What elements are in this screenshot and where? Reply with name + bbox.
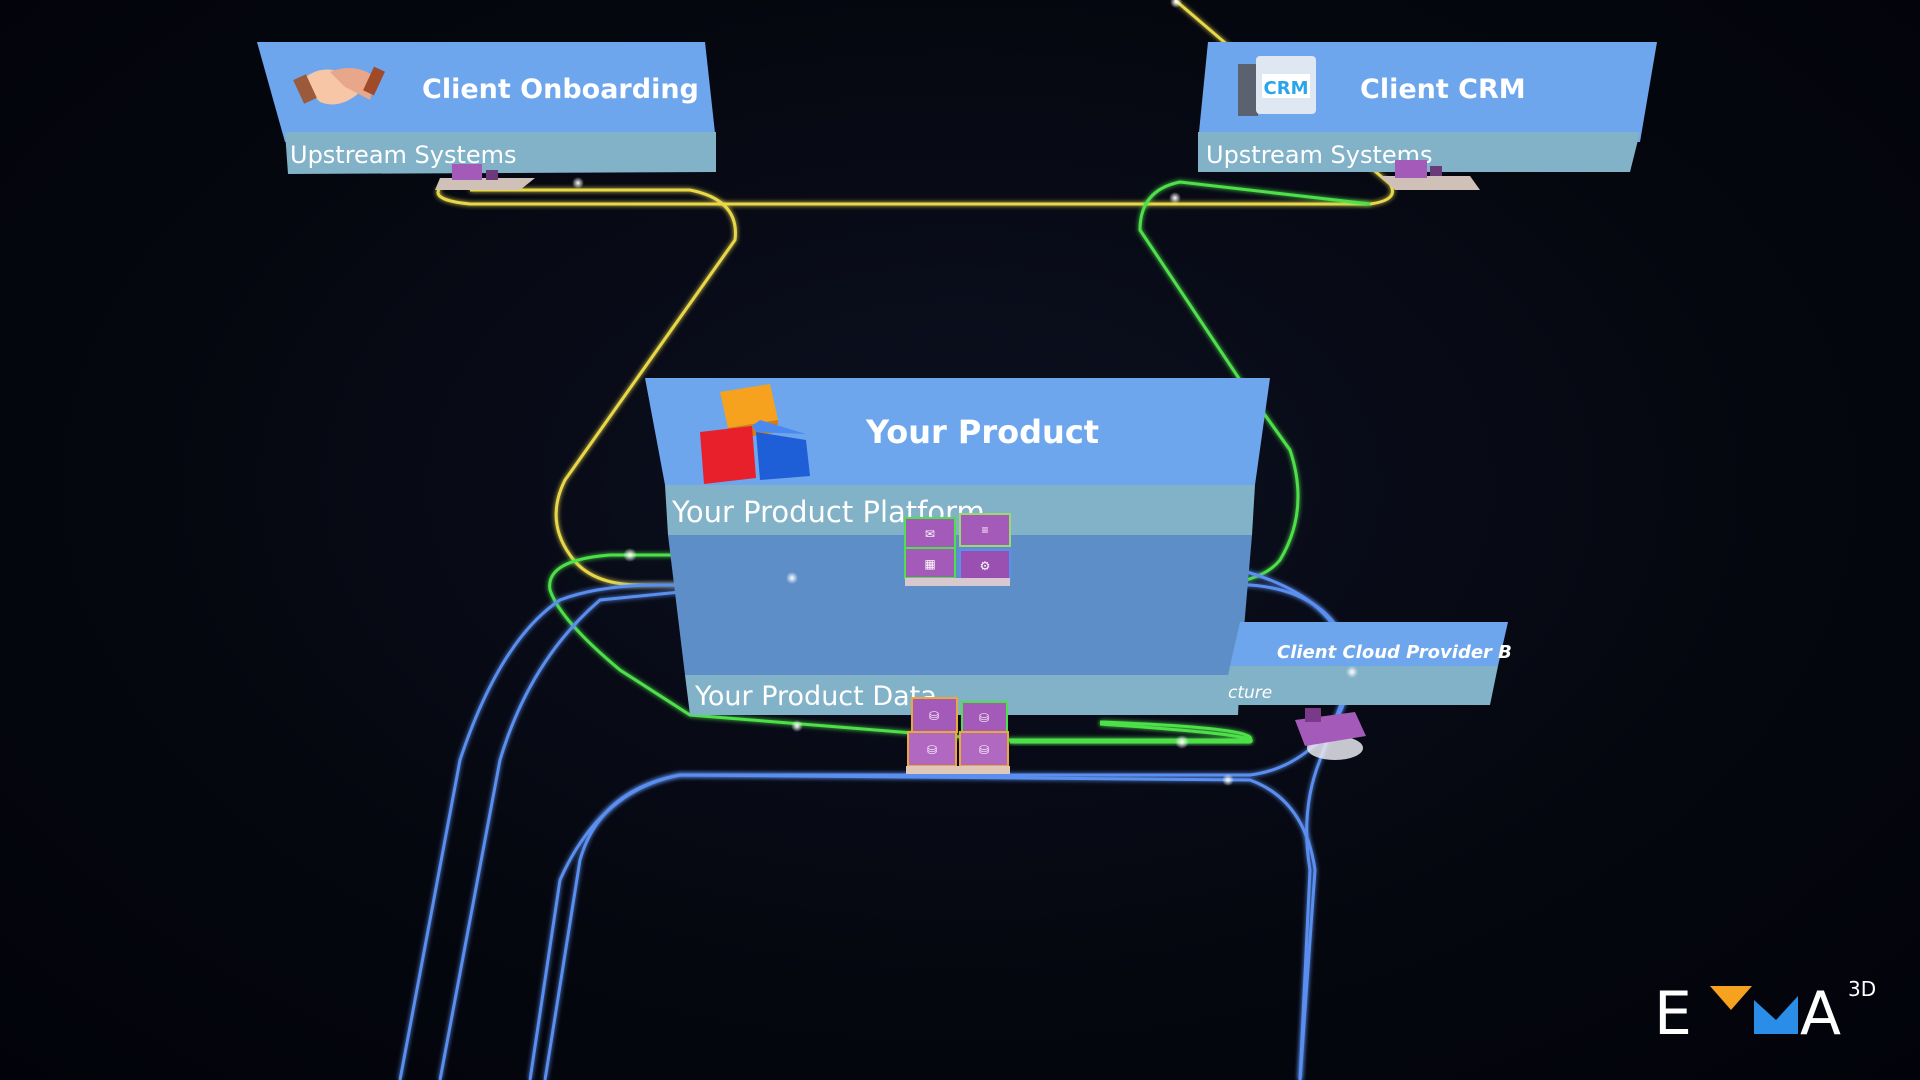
onboarding-title: Client Onboarding — [422, 74, 699, 105]
logo-superscript: 3D — [1848, 977, 1876, 1001]
database-icon: ⛁ — [979, 711, 989, 725]
client-crm-panel[interactable]: CRM Client CRM Upstream Systems — [1198, 42, 1657, 190]
component-icon: ✉ — [925, 527, 935, 541]
database-icon: ⛁ — [929, 709, 939, 723]
your-product-panel[interactable]: Your Product Your Product Platform Your … — [645, 378, 1270, 715]
crm-server-icon: CRM — [1238, 56, 1316, 116]
crm-icon-label: CRM — [1264, 78, 1309, 99]
cloud-provider-b-subtitle: cture — [1228, 683, 1272, 703]
component-icon: ⚙ — [980, 559, 991, 573]
platform-component-stack: ✉ ≡ ▦ ⚙ — [904, 513, 1011, 586]
logo-letter-e: E — [1654, 979, 1692, 1040]
flow-particles — [572, 0, 1358, 786]
crm-subtitle: Upstream Systems — [1206, 141, 1433, 169]
client-onboarding-panel[interactable]: Client Onboarding Upstream Systems — [257, 42, 716, 190]
cloud-node — [1295, 708, 1366, 760]
cloud-provider-b-panel[interactable]: Client Cloud Provider B cture — [1222, 622, 1512, 760]
logo-letter-a: A — [1800, 979, 1841, 1040]
blue-connection-line-3 — [543, 773, 1317, 1080]
crm-title: Client CRM — [1360, 74, 1526, 105]
cloud-provider-b-title: Client Cloud Provider B — [1277, 642, 1512, 663]
logo-blue-m — [1754, 996, 1798, 1034]
product-title: Your Product — [865, 413, 1099, 451]
cubes-icon — [700, 384, 810, 484]
handshake-icon — [293, 66, 385, 105]
onboarding-subtitle: Upstream Systems — [290, 141, 517, 169]
green-connection-line-2 — [548, 553, 1253, 742]
crm-node — [1380, 160, 1480, 190]
database-icon: ⛁ — [927, 743, 937, 757]
data-component-stack: ⛁ ⛁ ⛁ ⛁ — [906, 697, 1010, 774]
onboarding-node — [435, 164, 535, 190]
database-icon: ⛁ — [979, 743, 989, 757]
component-icon: ≡ — [981, 523, 988, 537]
eyma-3d-logo: E A 3D — [1654, 977, 1876, 1040]
blue-connection-line-2 — [438, 558, 1352, 1080]
product-data-label: Your Product Data — [694, 681, 937, 712]
green-cloud-link — [1010, 722, 1253, 744]
logo-orange-triangle — [1710, 986, 1752, 1010]
component-icon: ▦ — [924, 557, 935, 571]
yellow-connection-line-2 — [470, 188, 900, 587]
